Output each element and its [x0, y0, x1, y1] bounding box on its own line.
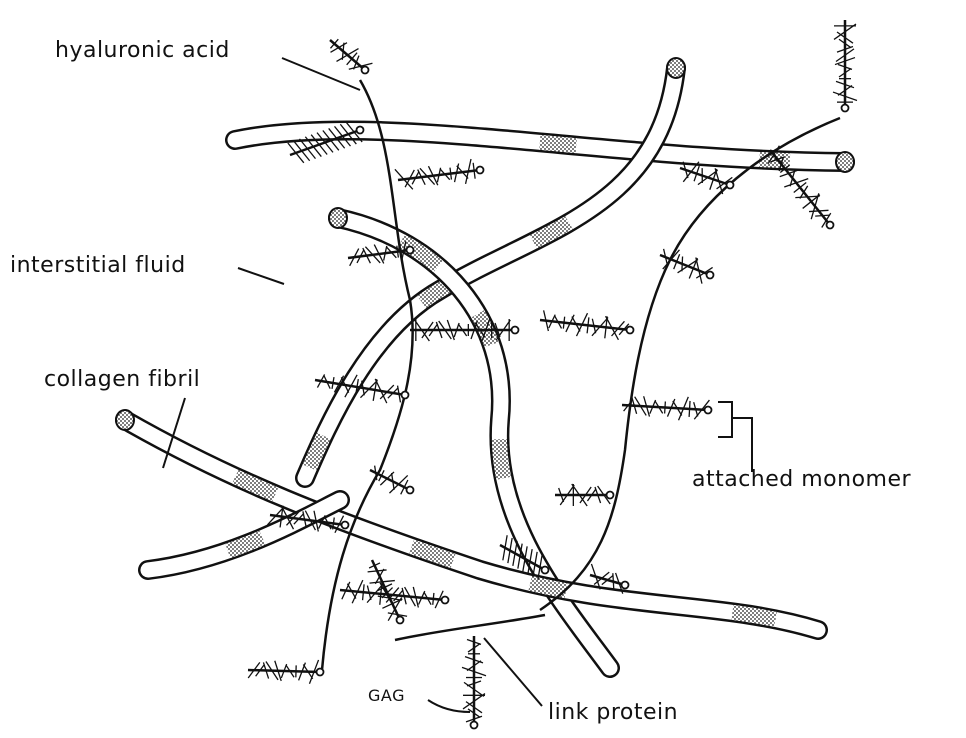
label-attached-monomer: attached monomer — [692, 467, 911, 492]
proteoglycan-monomer-13 — [340, 580, 449, 608]
proteoglycan-monomer-19 — [833, 20, 857, 112]
collagen-fibril-4 — [116, 410, 818, 630]
proteoglycan-monomer-7 — [540, 310, 634, 339]
proteoglycan-monomer-11 — [370, 466, 414, 495]
leader-link-protein — [484, 638, 542, 706]
leader-attached-monomer — [718, 402, 752, 472]
proteoglycan-monomer-17 — [248, 660, 324, 684]
label-link-protein: link protein — [548, 700, 678, 725]
collagen-fibrils — [116, 58, 854, 668]
proteoglycan-monomer-1 — [330, 39, 372, 73]
label-gag: GAG — [368, 686, 405, 705]
collagen-fibril-5 — [148, 500, 340, 570]
proteoglycan-monomer-9 — [622, 396, 712, 420]
label-collagen-fibril: collagen fibril — [44, 367, 200, 392]
proteoglycan-monomer-6 — [410, 318, 519, 342]
proteoglycan-monomer-10 — [555, 484, 614, 506]
hyaluronic-acid-strand-3 — [395, 615, 545, 640]
label-hyaluronic-acid: hyaluronic acid — [55, 38, 230, 63]
leader-interstitial-fluid — [238, 268, 284, 284]
proteoglycan-monomer-18 — [462, 636, 486, 729]
leader-gag — [428, 700, 470, 712]
label-interstitial-fluid: interstitial fluid — [10, 253, 186, 278]
proteoglycan-monomer-3 — [395, 159, 484, 189]
